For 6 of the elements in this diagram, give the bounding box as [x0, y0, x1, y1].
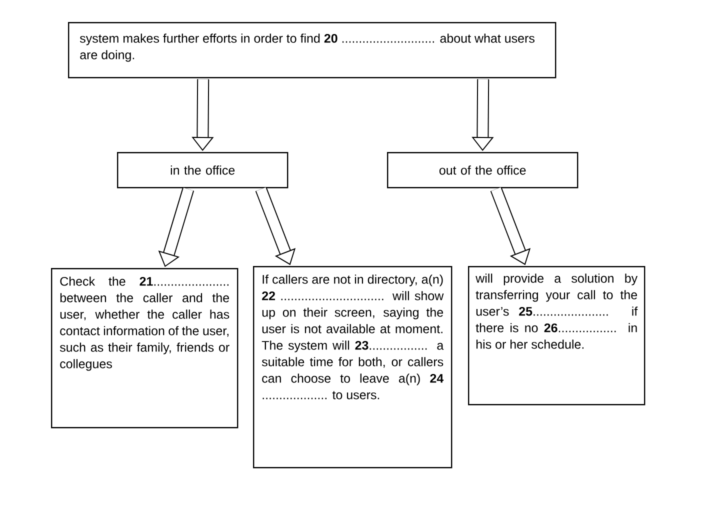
text-box: Check the 21...................... between the caller and the user, whether the caller has contact information of the user, such as their family, friends or collegues	[51, 268, 238, 428]
category-box: in the office	[117, 152, 288, 188]
category-box: out of the office	[387, 152, 578, 188]
text-box: will provide a solution by transferring your call to the user’s 25...................... if there is no 26................. in his or her schedule.	[468, 266, 646, 406]
text-box: If callers are not in directory, a(n) 22 .............................. will show up on their screen, saying the user is not available at moment. The system will 23................. a suitable time for both, or callers can choose to leave a(n) 24 ................... to users.	[253, 266, 452, 468]
heading-box: system makes further efforts in order to find 20 ........................... about what users are doing.	[68, 22, 556, 78]
